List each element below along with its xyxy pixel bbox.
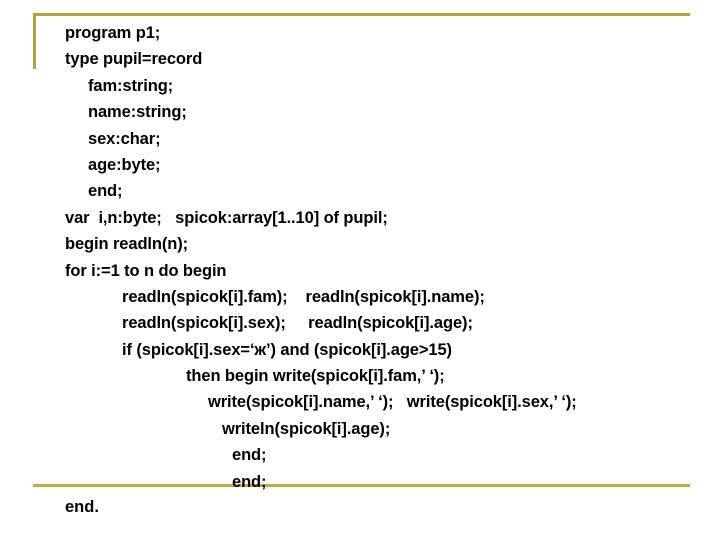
code-line: then begin write(spicok[i].fam,’ ‘); xyxy=(186,367,445,386)
code-line: for i:=1 to n do begin xyxy=(65,261,227,280)
code-line: writeln(spicok[i].age); xyxy=(222,419,391,438)
code-line: if (spicok[i].sex=‘ж’) and (spicok[i].ag… xyxy=(122,340,452,359)
code-line: end; xyxy=(88,182,123,201)
code-line: fam:string; xyxy=(88,76,174,95)
code-line: readln(spicok[i].fam); readln(spicok[i].… xyxy=(122,287,485,306)
left-gold-rule xyxy=(33,13,36,69)
code-line: begin readln(n); xyxy=(65,235,189,254)
code-tail-line: end. xyxy=(65,498,99,516)
code-line: name:string; xyxy=(88,103,187,122)
code-line: age:byte; xyxy=(88,155,161,174)
code-line: program p1; xyxy=(65,24,161,42)
code-line: type pupil=record xyxy=(65,50,203,69)
code-line: end; xyxy=(232,446,267,465)
bottom-gold-rule xyxy=(33,484,690,487)
code-line: write(spicok[i].name,’ ‘); write(spicok[… xyxy=(208,393,577,412)
code-line: var i,n:byte; spicok:array[1..10] of pup… xyxy=(65,208,388,227)
code-line: sex:char; xyxy=(88,129,161,148)
code-listing: program p1; type pupil=record fam:string; n… xyxy=(0,20,720,495)
code-line: readln(spicok[i].sex); readln(spicok[i].… xyxy=(122,314,473,333)
code-line: end; xyxy=(232,472,267,491)
top-gold-rule xyxy=(33,13,690,16)
